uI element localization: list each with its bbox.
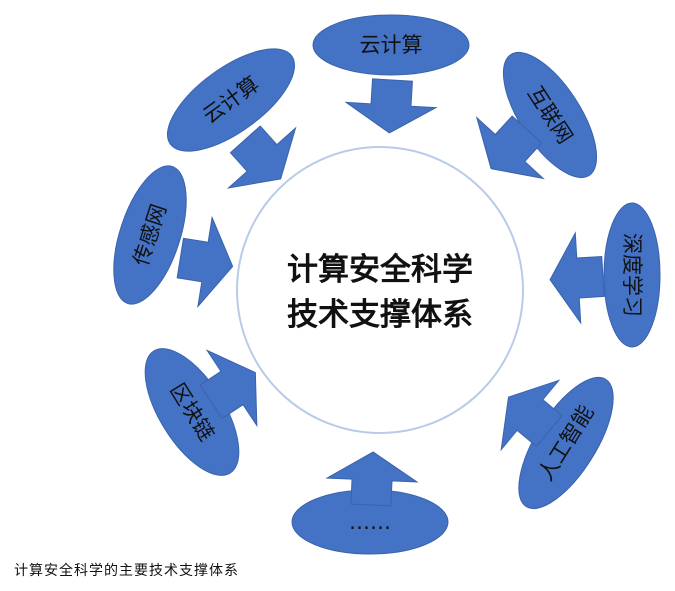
arrow-icon: [549, 231, 605, 325]
arrow-icon: [500, 379, 563, 452]
figure-caption: 计算安全科学的主要技术支撑体系: [14, 563, 239, 579]
arrow-icon: [325, 451, 419, 507]
center-circle: [236, 146, 524, 434]
arrow-icon: [176, 215, 234, 309]
arrow-icon: [199, 349, 258, 428]
node-ellipse: [166, 48, 296, 152]
arrow-icon: [344, 78, 438, 134]
center-title-line2: 技术支撑体系: [287, 297, 473, 333]
arrow-icon: [226, 125, 297, 189]
arrow-icon: [475, 115, 545, 180]
node-ellipse: [312, 14, 470, 76]
node-ellipse: [603, 202, 661, 348]
center-title-line1: 计算安全科学: [287, 252, 473, 288]
node-ellipse: [113, 165, 187, 305]
node-label: ……: [349, 510, 391, 534]
node-label: 深度学习: [620, 233, 644, 317]
node-label: 云计算: [360, 33, 423, 57]
